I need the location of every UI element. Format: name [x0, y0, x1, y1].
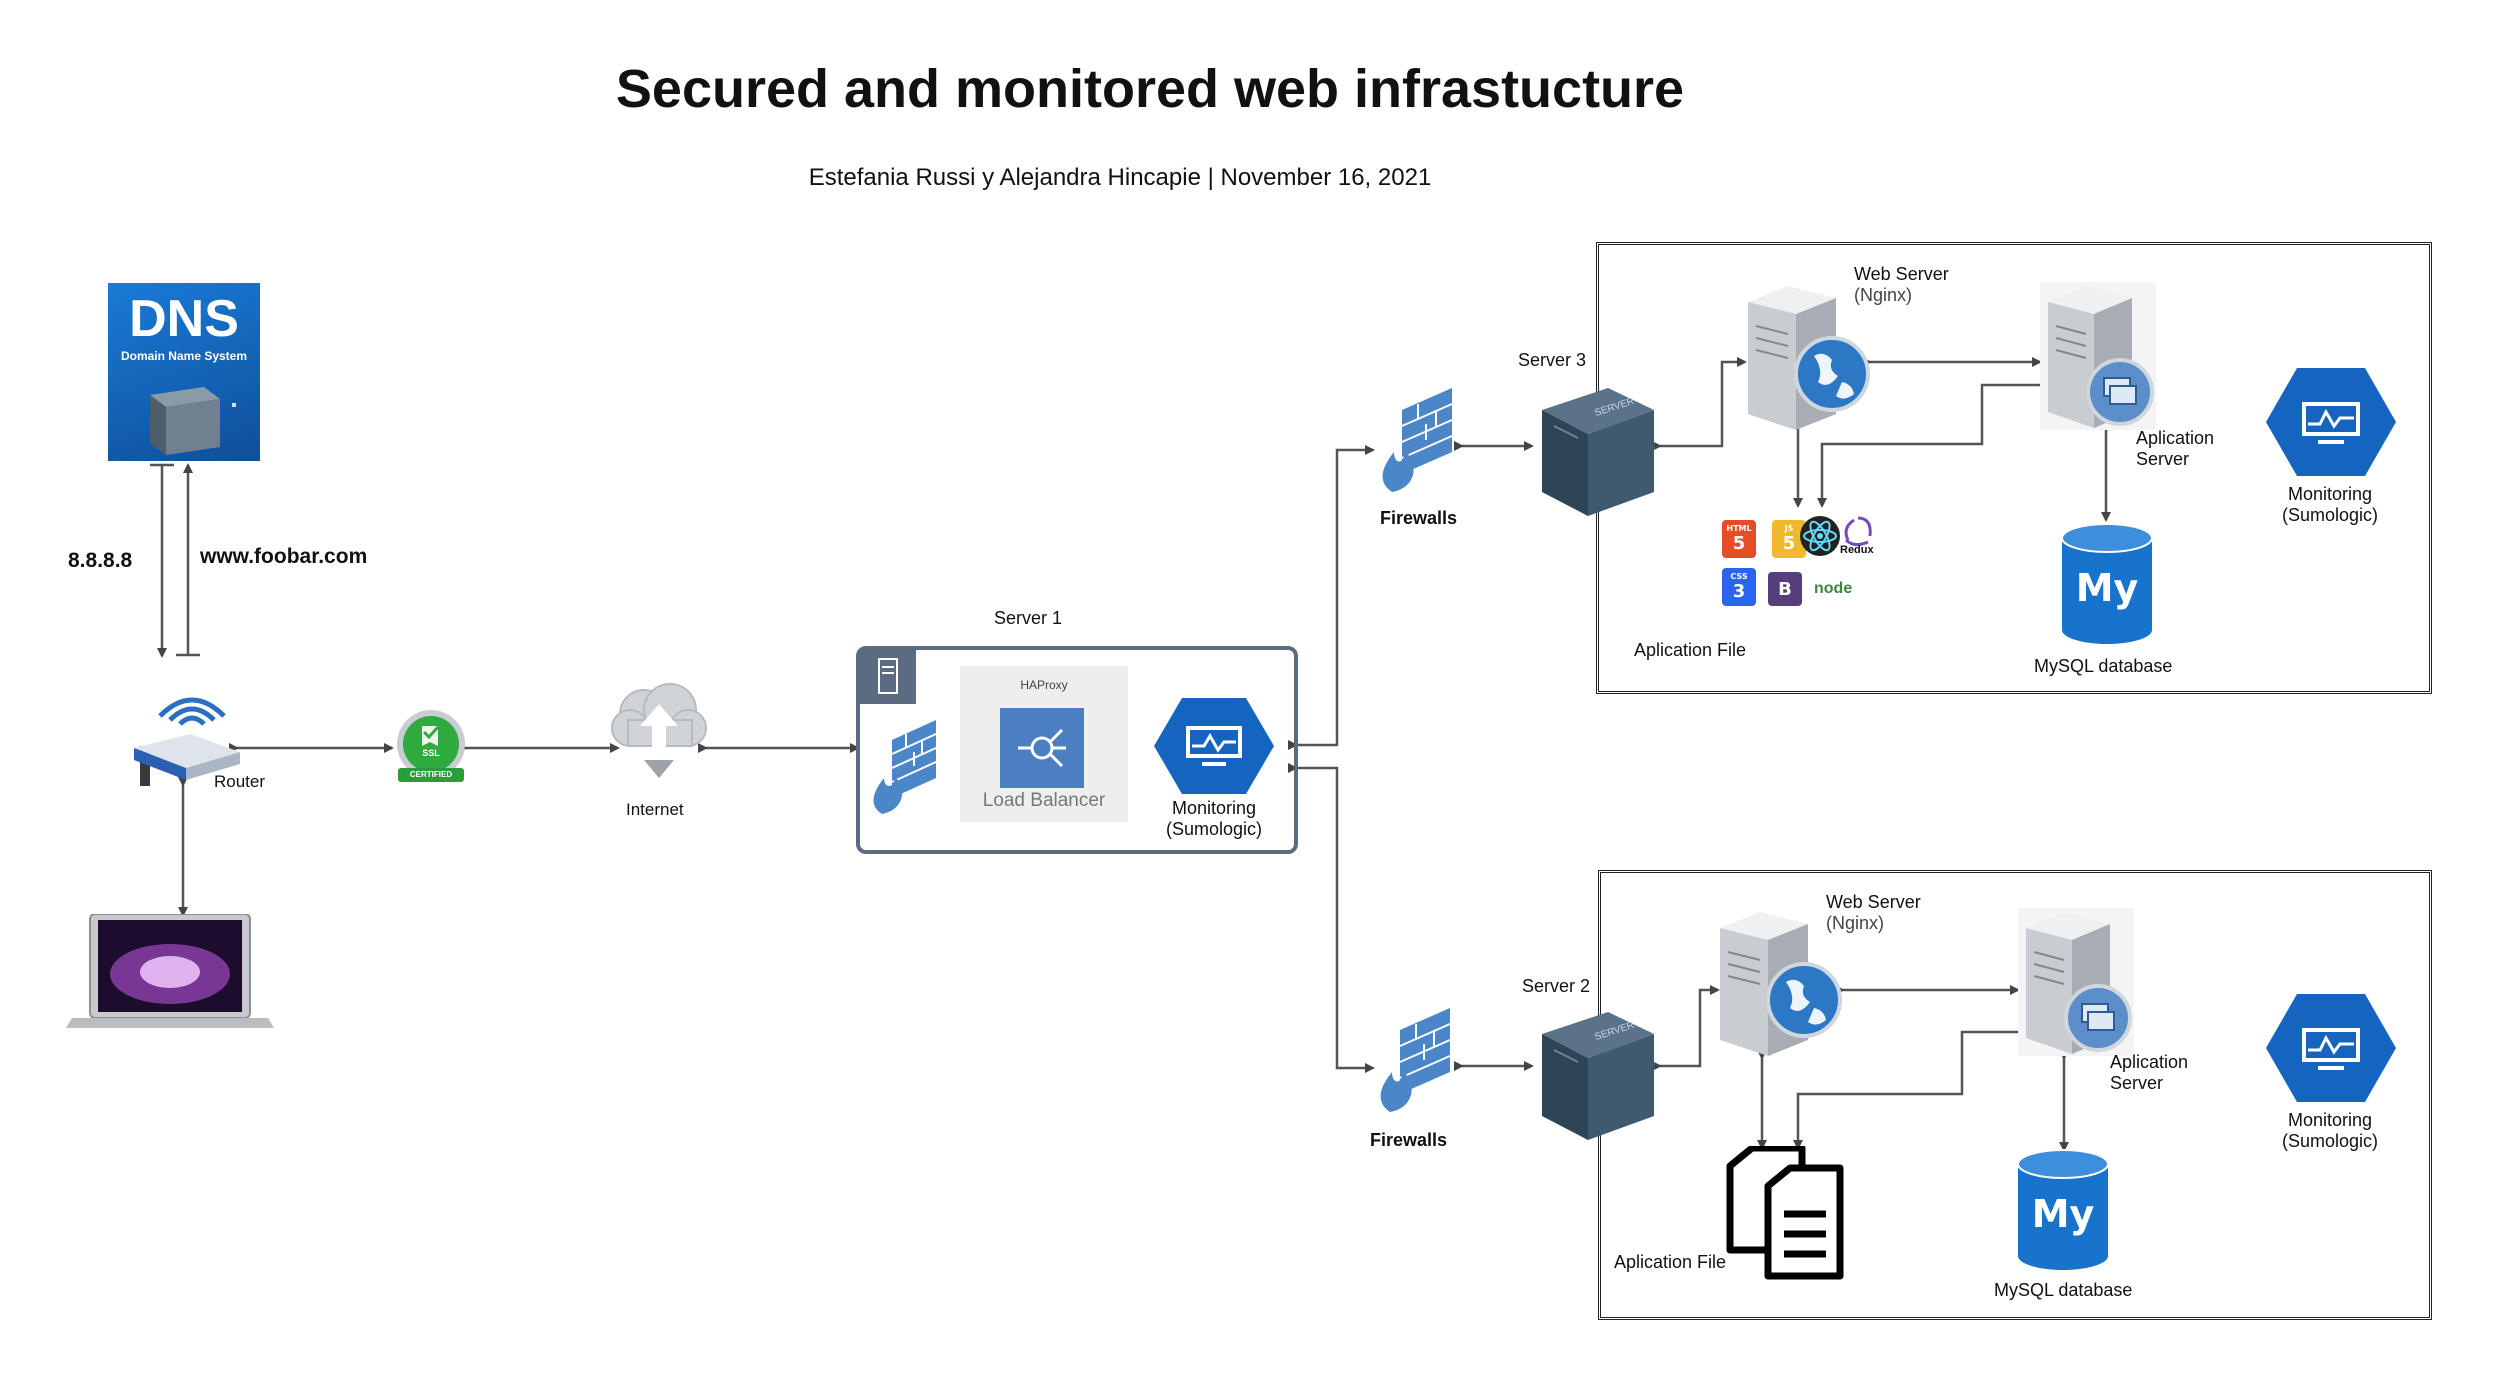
js-logo-caption: JS [1784, 524, 1794, 533]
server2-label: Server 2 [1522, 976, 1591, 996]
app-server-label-bottom: Aplication Server [2110, 1052, 2188, 1094]
app-file-label-bottom: Aplication File [1614, 1252, 1727, 1272]
redux-label: Redux [1840, 544, 1874, 556]
app-server-title: Aplication [2136, 428, 2215, 448]
load-balancer-label: Load Balancer [982, 790, 1106, 811]
app-server-sub: Server [2136, 449, 2190, 469]
internet-cloud-icon [611, 683, 707, 778]
monitoring-label-line2: (Sumologic) [1165, 819, 1263, 839]
application-file-icon [1726, 1146, 1844, 1280]
server1-monitoring-label: Monitoring (Sumologic) [1150, 798, 1278, 840]
mysql-label-top: MySQL database [2034, 656, 2173, 676]
mysql-logo-text-top: My [2075, 566, 2139, 610]
server3-label: Server 3 [1518, 350, 1587, 370]
app-server-icon-bottom [2018, 908, 2134, 1056]
app-server-title: Aplication [2110, 1052, 2189, 1072]
dns-domain-label: www.foobar.com [200, 545, 368, 568]
bootstrap-logo-icon: B [1768, 572, 1802, 606]
firewalls-label-bottom: Firewalls [1370, 1130, 1448, 1150]
web-server-title: Web Server [1854, 264, 1949, 284]
server3-box-icon: SERVER [1538, 380, 1658, 520]
css3-logo-text: 3 [1732, 581, 1746, 602]
server-box-icon [150, 387, 236, 455]
web-server-globe-icon-bottom [1720, 912, 1842, 1056]
server1-label: Server 1 [994, 608, 1063, 628]
html5-logo-text: 5 [1732, 533, 1746, 554]
mysql-label-bottom: MySQL database [1994, 1280, 2133, 1300]
monitoring-label-top: Monitoring (Sumologic) [2262, 484, 2398, 526]
html5-logo-caption: HTML [1726, 524, 1752, 533]
firewalls-label-top: Firewalls [1380, 508, 1458, 528]
monitoring-sub: (Sumologic) [2281, 1131, 2379, 1151]
firewall-icon-top [1382, 388, 1453, 492]
monitoring-label-line1: Monitoring [1171, 798, 1257, 818]
web-server-sub: (Nginx) [1854, 285, 1913, 305]
firewall-icon [873, 720, 937, 814]
server-tag-icon [860, 650, 916, 704]
node-logo-icon: node [1814, 580, 1853, 597]
firewall-icon-bottom [1380, 1008, 1451, 1112]
haproxy-label: HAProxy [1020, 678, 1068, 692]
router-icon [134, 697, 240, 786]
app-file-label-top: Aplication File [1634, 640, 1747, 660]
ssl-certified-label: CERTIFIED [409, 770, 453, 779]
monitoring-icon [1154, 698, 1274, 794]
ssl-certified-badge-icon: SSL CERTIFIED [392, 702, 470, 790]
web-server-label-top: Web Server (Nginx) [1854, 264, 1949, 306]
diagram-subtitle: Estefania Russi y Alejandra Hincapie | N… [808, 164, 1432, 191]
dns-server-icon: DNS Domain Name System [108, 283, 260, 461]
monitoring-icon-top [2266, 368, 2396, 476]
load-balancer-icon [1000, 708, 1084, 788]
server2-box-icon: SERVER [1538, 1004, 1658, 1144]
dns-ip-label: 8.8.8.8 [68, 549, 133, 572]
ssl-label: SSL [422, 748, 440, 758]
css3-logo-caption: CSS [1730, 572, 1748, 581]
dns-subtitle: Domain Name System [120, 349, 248, 363]
monitoring-title: Monitoring [2287, 1110, 2373, 1130]
mysql-db-icon-bottom [2017, 1149, 2109, 1270]
load-balancer-panel: HAProxy Load Balancer [960, 666, 1128, 822]
app-server-label-top: Aplication Server [2136, 428, 2214, 470]
mysql-db-icon-top [2061, 523, 2153, 644]
monitoring-sub: (Sumologic) [2281, 505, 2379, 525]
react-logo-icon [1800, 516, 1840, 556]
diagram-title: Secured and monitored web infrastucture [615, 59, 1685, 119]
server1-container [856, 646, 1298, 854]
monitoring-title: Monitoring [2287, 484, 2373, 504]
laptop-icon [66, 914, 274, 1028]
web-server-globe-icon-top [1748, 286, 1870, 430]
monitoring-icon-bottom [2266, 994, 2396, 1102]
redux-logo-icon [1844, 516, 1872, 547]
dns-title: DNS [129, 290, 239, 348]
js-logo-text: 5 [1782, 533, 1796, 554]
monitoring-label-bottom: Monitoring (Sumologic) [2262, 1110, 2398, 1152]
mysql-logo-text-bottom: My [2031, 1192, 2095, 1236]
web-server-label-bottom: Web Server (Nginx) [1826, 892, 1921, 934]
web-server-sub: (Nginx) [1826, 913, 1885, 933]
web-server-title: Web Server [1826, 892, 1921, 912]
app-server-icon-top [2040, 282, 2156, 430]
app-server-sub: Server [2110, 1073, 2164, 1093]
router-label: Router [214, 772, 266, 791]
internet-label: Internet [626, 800, 684, 819]
